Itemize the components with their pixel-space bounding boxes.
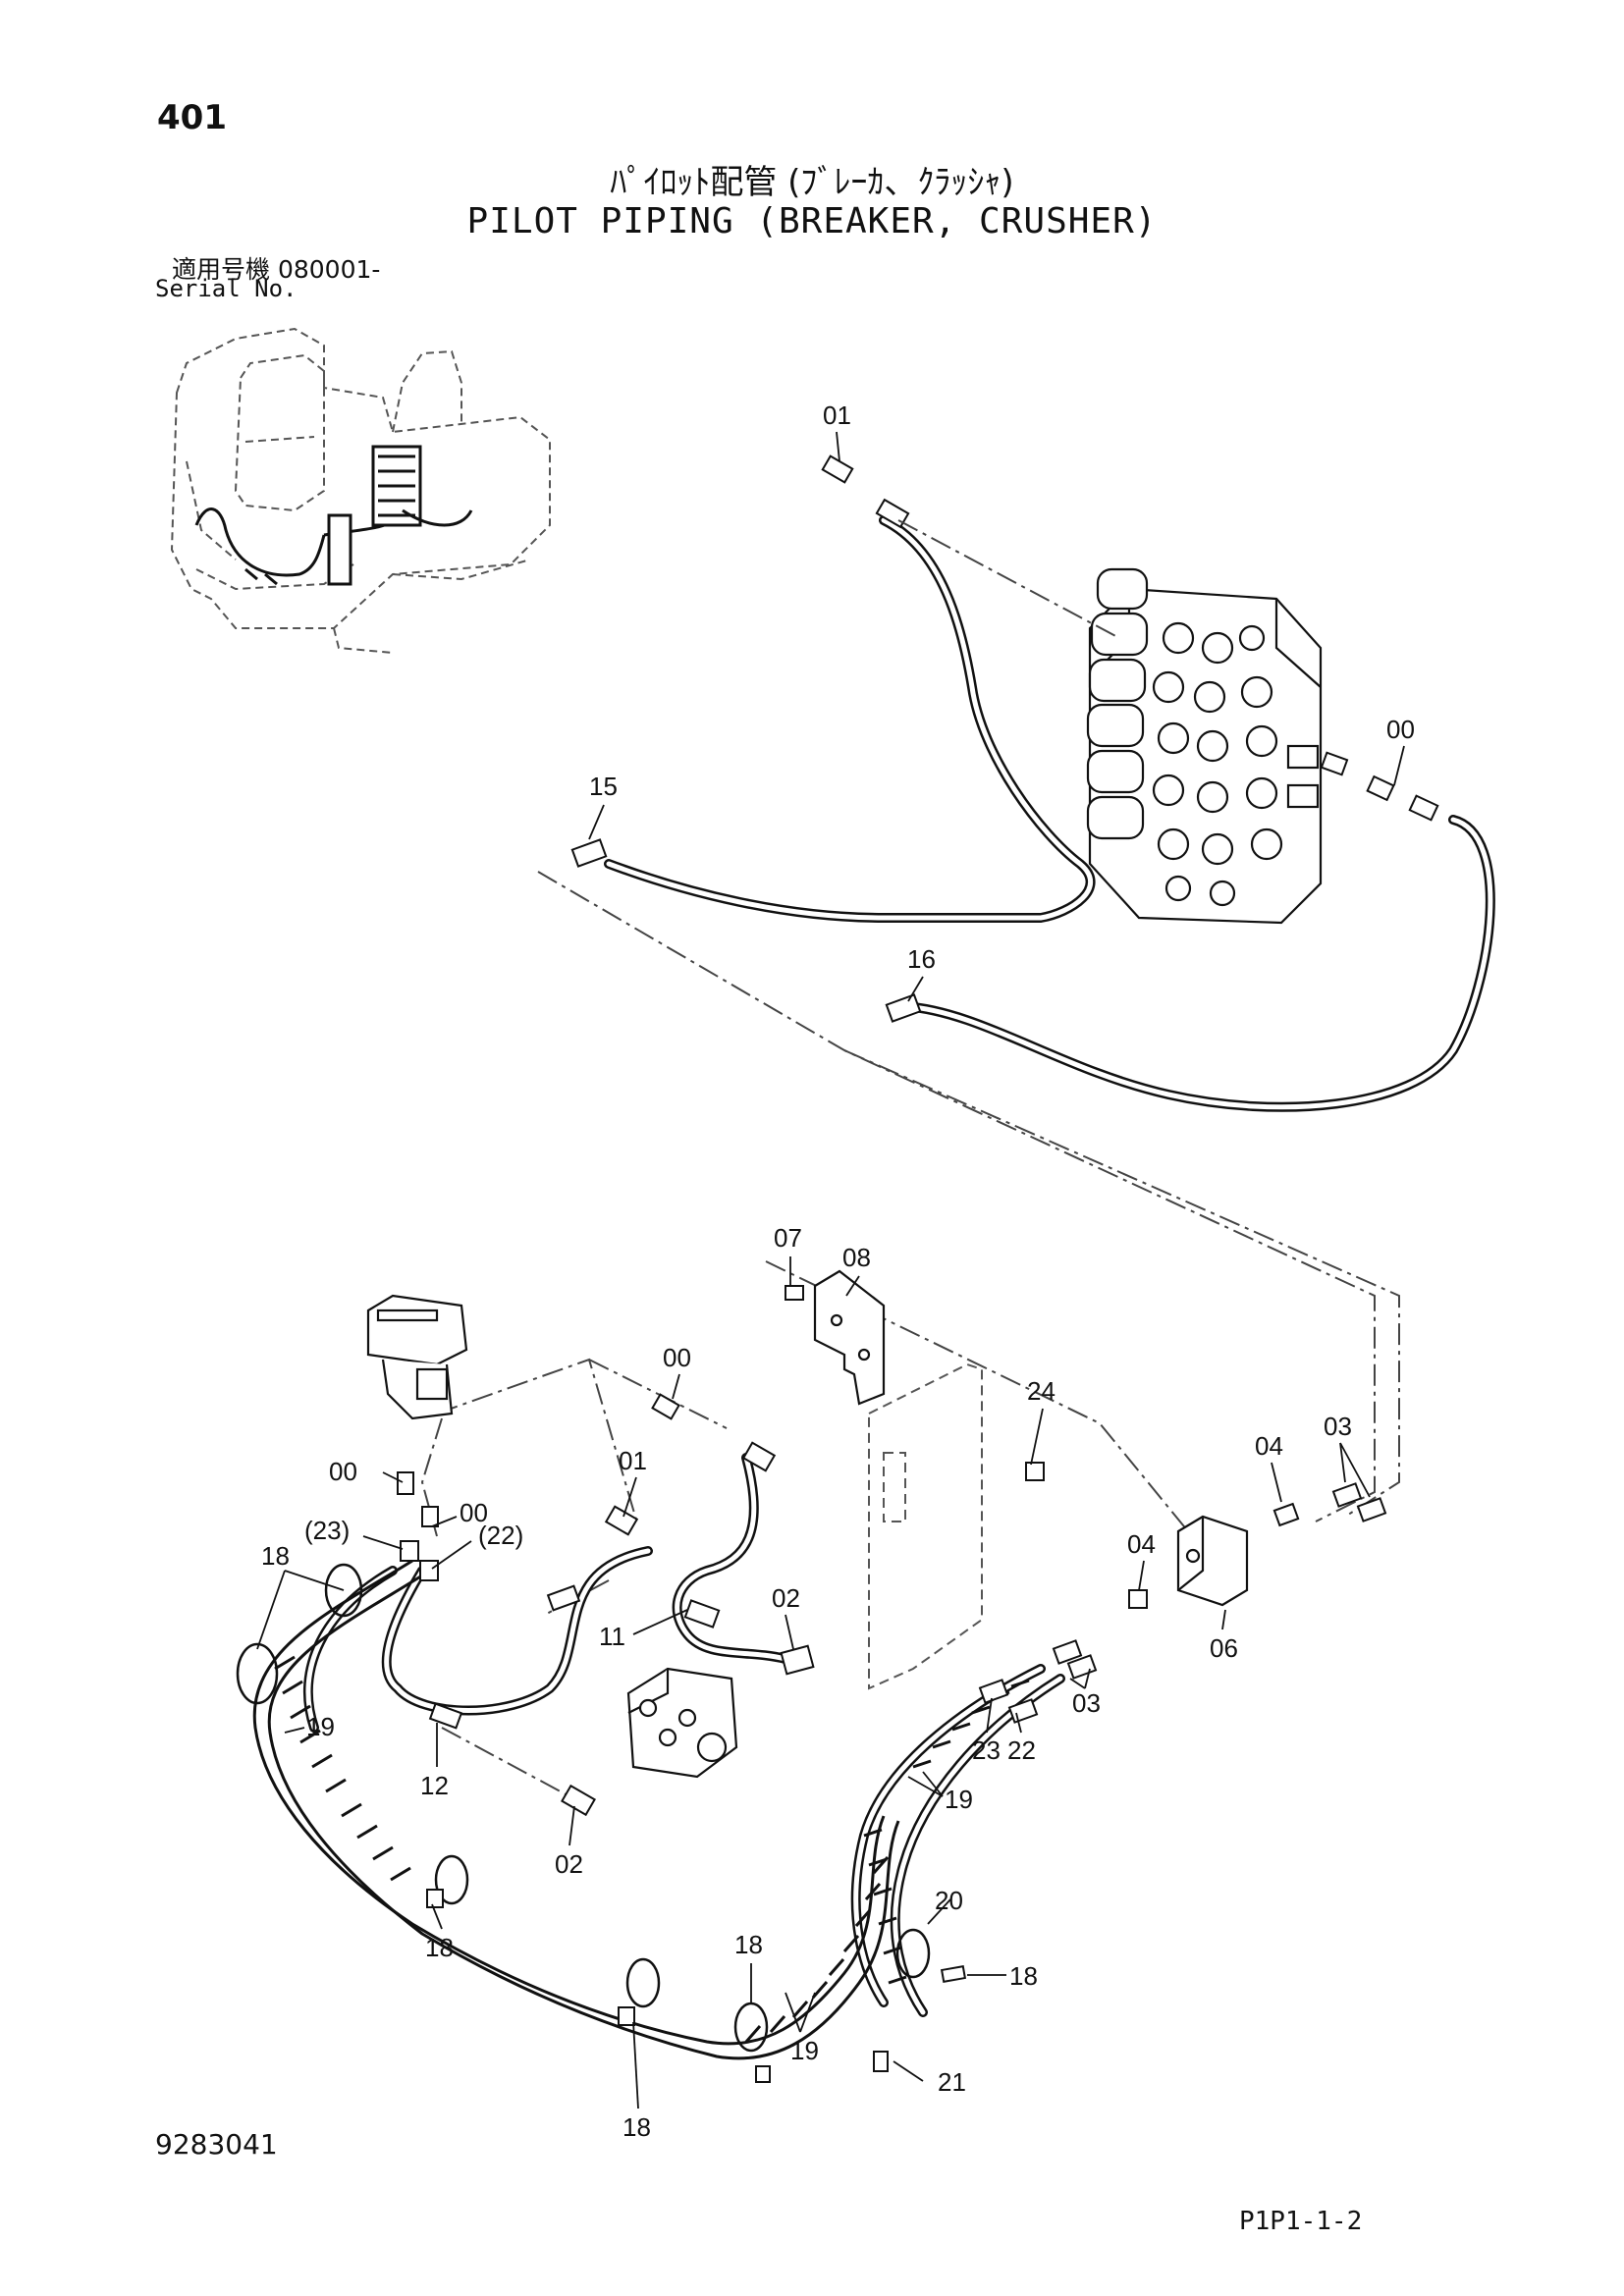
title-english: PILOT PIPING (BREAKER, CRUSHER): [466, 201, 1158, 241]
callout-labels: 01 00 15 16 07 08 24 00 01 00 00 (23) (2…: [261, 400, 1415, 2142]
upper-hoses-inner: [606, 517, 1493, 1110]
callout-label: 03: [1072, 1688, 1101, 1718]
callout-label: 08: [842, 1243, 871, 1272]
block-06: [1176, 1515, 1249, 1607]
callout-label: (22): [478, 1521, 523, 1550]
callout-label: 01: [619, 1446, 647, 1475]
bracket: [813, 1269, 886, 1406]
callout-label: 22: [1007, 1735, 1036, 1765]
callout-label: 23: [972, 1735, 1001, 1765]
callout-label: 06: [1210, 1633, 1238, 1663]
callout-label: 18: [425, 1933, 454, 1962]
callout-label: 15: [589, 772, 618, 801]
callout-label: 11: [599, 1622, 625, 1651]
callout-label: 04: [1127, 1529, 1156, 1559]
callout-label: 12: [420, 1771, 449, 1800]
inset-pilot-components: [194, 445, 473, 586]
upper-hoses: [604, 515, 1495, 1112]
callout-label: 03: [1324, 1412, 1352, 1441]
callout-label: 16: [907, 944, 936, 974]
callout-label: 00: [329, 1457, 357, 1486]
hose-clamps: [236, 1563, 931, 2053]
title-japanese: ﾊﾟｲﾛｯﾄ配管 (ﾌﾞﾚｰｶ、ｸﾗｯｼｬ): [610, 163, 1014, 202]
upper-hose-fittings: [570, 454, 922, 1023]
lower-fittings: [397, 1285, 1387, 2083]
callout-label: 24: [1027, 1376, 1056, 1406]
callout-label: 19: [790, 2036, 819, 2065]
leader-lines: [256, 431, 1405, 2109]
page-code: P1P1-1-2: [1239, 2207, 1363, 2236]
valve-port-fittings: [1320, 751, 1439, 822]
callout-label: 18: [1009, 1961, 1038, 1991]
callout-label: 18: [734, 1930, 763, 1959]
document-number: 9283041: [155, 2128, 278, 2161]
mounting-plate: [868, 1362, 983, 1690]
solenoid-valve-block: [626, 1667, 738, 1779]
serial-label-english: Serial No.: [155, 275, 298, 302]
callout-label: 01: [823, 400, 851, 430]
callout-label: 00: [1386, 715, 1415, 744]
callout-label: 18: [623, 2112, 651, 2142]
serial-label-japanese: 適用号機 080001-: [172, 255, 381, 284]
callout-label: 19: [945, 1785, 973, 1814]
callout-label: 19: [306, 1712, 335, 1741]
callout-label: 21: [938, 2067, 966, 2097]
callout-label: 04: [1255, 1431, 1283, 1461]
callout-label: 02: [555, 1849, 583, 1879]
page-number: 401: [157, 98, 227, 137]
callout-label: 07: [774, 1223, 802, 1253]
callout-label: 18: [261, 1541, 290, 1571]
spiral-guard-harness: [252, 1559, 1030, 2060]
callout-label: 20: [935, 1886, 963, 1915]
machine-overview-inset: [170, 327, 551, 654]
callout-label: (23): [304, 1516, 350, 1545]
callout-label: 00: [663, 1343, 691, 1372]
control-valve: [1086, 567, 1323, 925]
pilot-valve: [366, 1294, 468, 1420]
callout-label: 00: [460, 1498, 488, 1527]
callout-label: 02: [772, 1583, 800, 1613]
